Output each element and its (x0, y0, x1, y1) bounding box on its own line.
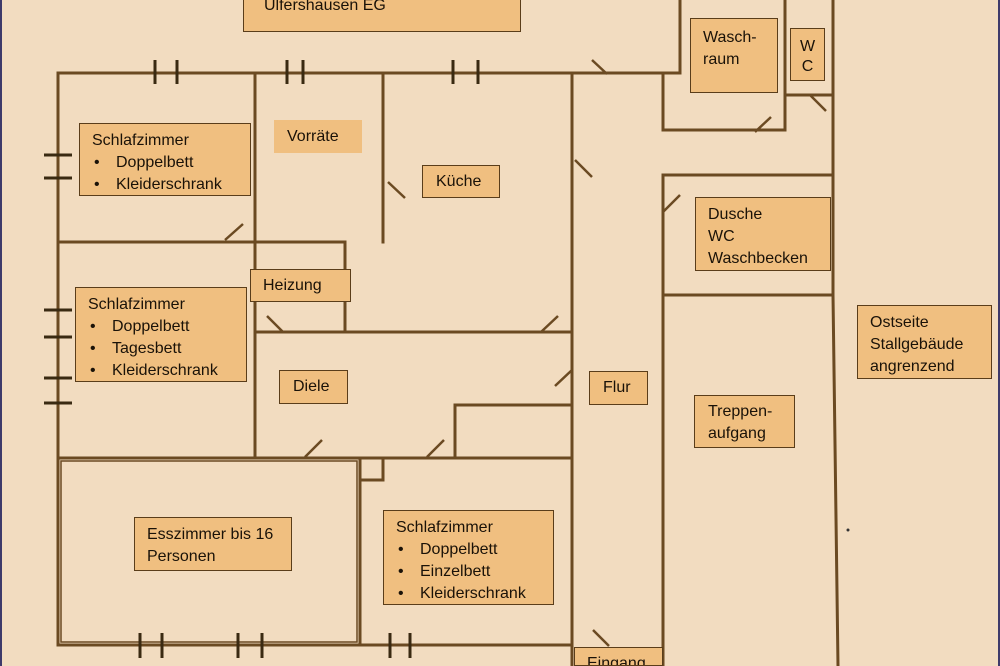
room-name: Flur (603, 379, 631, 396)
room-name-line: raum (703, 51, 740, 68)
room-label-waschraum: Wasch- raum (690, 18, 778, 93)
room-label-schlafzimmer-3: Schlafzimmer Doppelbett Einzelbett Kleid… (383, 510, 554, 605)
room-label-ostseite: Ostseite Stallgebäude angrenzend (857, 305, 992, 379)
room-label-diele: Diele (279, 370, 348, 404)
room-heading: Schlafzimmer (396, 519, 493, 536)
list-item: Kleiderschrank (92, 174, 238, 196)
room-label-heizung: Heizung (250, 269, 351, 302)
room-name-line: Personen (147, 548, 216, 565)
room-name-line: C (801, 58, 814, 75)
room-label-eingang: Eingang (574, 647, 663, 666)
room-heading: Schlafzimmer (88, 296, 185, 313)
room-name-line: Wasch- (703, 29, 757, 46)
room-name-line: Ostseite (870, 314, 929, 331)
list-item: Doppelbett (396, 539, 541, 561)
room-name: Vorräte (287, 128, 339, 145)
furniture-list: Doppelbett Einzelbett Kleiderschrank (396, 539, 541, 605)
page-title: Ulfershausen EG (243, 0, 521, 32)
furniture-list: Doppelbett Kleiderschrank (92, 152, 238, 196)
room-label-esszimmer: Esszimmer bis 16 Personen (134, 517, 292, 571)
list-item: Tagesbett (88, 338, 234, 360)
room-name-line: Dusche (708, 206, 763, 223)
room-name-line: aufgang (708, 425, 766, 442)
list-item: Kleiderschrank (88, 360, 234, 382)
list-item: Doppelbett (88, 316, 234, 338)
dot-mark (846, 528, 850, 532)
room-heading: Schlafzimmer (92, 132, 189, 149)
list-item: Einzelbett (396, 561, 541, 583)
room-name-line: W (799, 38, 816, 55)
room-label-schlafzimmer-1: Schlafzimmer Doppelbett Kleiderschrank (79, 123, 251, 196)
list-item: Kleiderschrank (396, 583, 541, 605)
walls (56, 0, 840, 666)
room-label-treppenaufgang: Treppen- aufgang (694, 395, 795, 448)
room-label-kueche: Küche (422, 165, 500, 198)
room-label-dusche: Dusche WC Waschbecken (695, 197, 831, 271)
window-marks (44, 60, 480, 658)
room-name-line: angrenzend (870, 358, 955, 375)
room-name-line: Treppen- (708, 403, 773, 420)
room-name: Eingang (587, 655, 646, 666)
room-label-wc: W C (790, 28, 825, 81)
room-label-flur: Flur (589, 371, 648, 405)
room-name-line: Esszimmer bis 16 (147, 526, 274, 543)
list-item: Doppelbett (92, 152, 238, 174)
title-text: Ulfershausen EG (264, 0, 386, 14)
room-label-vorraete: Vorräte (274, 120, 362, 153)
room-name: Küche (436, 173, 482, 190)
room-name: Diele (293, 378, 330, 395)
room-name-line: WC (708, 228, 735, 245)
room-label-schlafzimmer-2: Schlafzimmer Doppelbett Tagesbett Kleide… (75, 287, 247, 382)
furniture-list: Doppelbett Tagesbett Kleiderschrank (88, 316, 234, 382)
room-name: Heizung (263, 277, 322, 294)
room-name-line: Stallgebäude (870, 336, 964, 353)
door-swings (224, 59, 827, 647)
room-name-line: Waschbecken (708, 250, 808, 267)
